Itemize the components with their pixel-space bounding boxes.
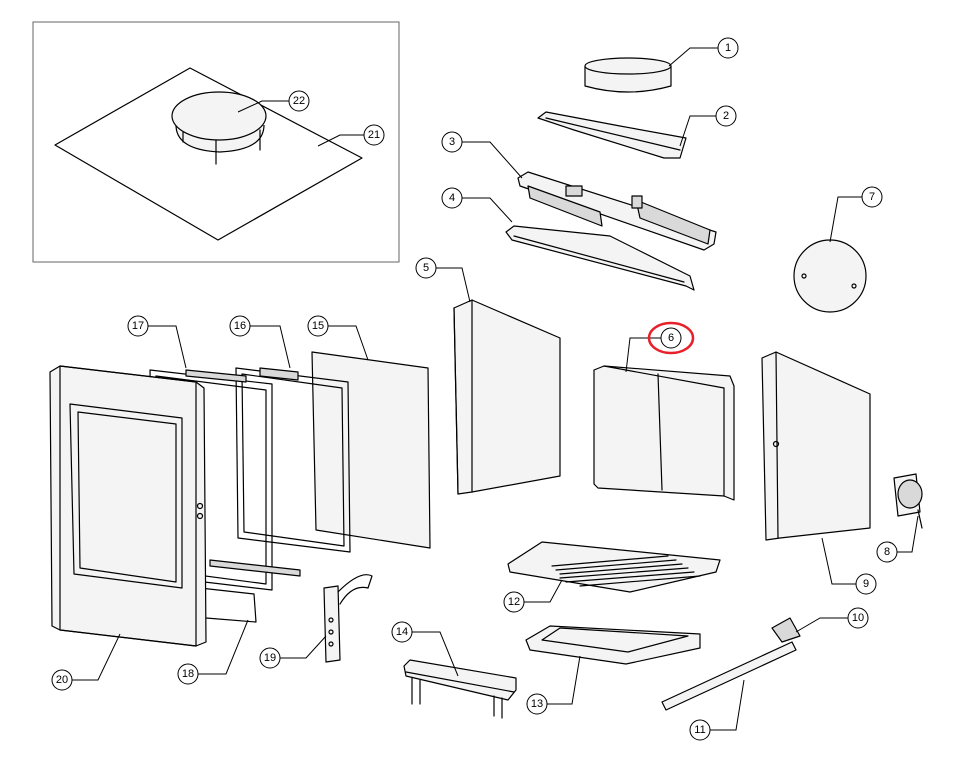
leader-lines [72,47,919,731]
part-7-round-plate [793,239,867,313]
part-14-log-guard [403,659,517,719]
part-18-clamp [199,587,257,623]
part-4-top-plate [505,225,695,291]
callout-14[interactable]: 14 [391,621,413,643]
svg-text:8: 8 [884,546,890,558]
part-15-glass [311,351,431,549]
svg-text:3: 3 [449,136,455,148]
part-11-rod [661,641,797,711]
part-5-side-panel [453,299,561,495]
callout-1[interactable]: 1 [717,37,739,59]
part-20-door-frame [49,365,207,647]
part-8-air-inlet [893,473,923,529]
inset-frame [32,21,400,263]
svg-text:21: 21 [368,129,380,141]
svg-text:19: 19 [264,652,276,664]
callout-18[interactable]: 18 [177,663,199,685]
part-6-back-panel [593,365,735,501]
callout-6-highlight-ring [647,321,695,355]
part-19-door-latch [323,574,373,663]
callout-8[interactable]: 8 [876,541,898,563]
part-9-side-panel [761,351,871,541]
svg-text:4: 4 [449,192,455,204]
callout-11[interactable]: 11 [689,719,711,741]
callout-16[interactable]: 16 [229,315,251,337]
svg-text:6: 6 [668,332,674,344]
svg-text:1: 1 [725,42,731,54]
svg-text:11: 11 [694,724,705,736]
callout-13[interactable]: 13 [526,693,548,715]
callout-5[interactable]: 5 [415,257,437,279]
svg-text:7: 7 [869,191,875,203]
callout-7[interactable]: 7 [861,186,883,208]
callout-9[interactable]: 9 [855,573,877,595]
svg-text:20: 20 [56,674,68,686]
callout-6[interactable]: 6 [647,321,695,355]
svg-text:14: 14 [396,626,408,638]
svg-text:13: 13 [531,698,543,710]
svg-text:22: 22 [293,95,305,107]
svg-text:9: 9 [863,578,869,590]
callout-2[interactable]: 2 [715,105,737,127]
part-10-handle [771,617,801,643]
svg-text:16: 16 [234,320,246,332]
part-12-grate [507,541,721,593]
part-21-plate [54,67,363,241]
svg-text:15: 15 [312,320,324,332]
part-16-glass-seal [235,367,351,553]
svg-text:5: 5 [423,262,429,274]
callout-17[interactable]: 17 [127,315,149,337]
callout-20[interactable]: 20 [51,669,73,691]
callout-3[interactable]: 3 [441,131,463,153]
svg-text:12: 12 [508,596,520,608]
svg-text:2: 2 [723,110,729,122]
callout-10[interactable]: 10 [847,607,869,629]
callout-12[interactable]: 12 [503,591,525,613]
svg-text:18: 18 [182,668,194,680]
callout-22[interactable]: 22 [288,90,310,112]
part-3-baffle [517,171,717,251]
part-13-ash-pan [525,625,701,665]
part-1-flue-collar [584,57,672,93]
callout-15[interactable]: 15 [307,315,329,337]
callout-19[interactable]: 19 [259,647,281,669]
callout-4[interactable]: 4 [441,187,463,209]
svg-text:10: 10 [852,612,864,624]
svg-text:17: 17 [132,320,144,332]
callout-21[interactable]: 21 [363,124,385,146]
part-2-baffle-bracket [537,111,687,159]
part-22-collar [171,91,267,165]
